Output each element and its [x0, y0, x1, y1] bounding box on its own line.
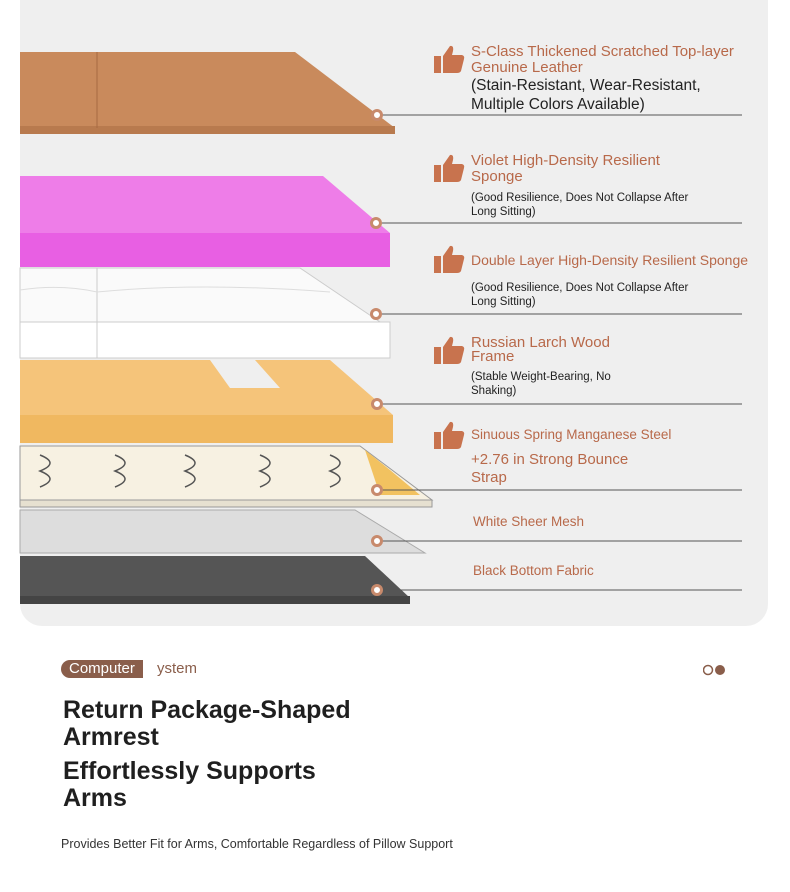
spring-layer	[19, 445, 434, 508]
layer-markers	[370, 109, 383, 596]
mesh-layer	[19, 509, 427, 554]
section-tag: Computer	[61, 660, 143, 678]
heading-supports: Effortlessly Supports Arms	[63, 757, 316, 812]
thumbs-up-icon	[434, 245, 465, 273]
sofa-layers-diagram	[19, 52, 742, 604]
black-fabric-layer	[20, 556, 410, 604]
leather-layer	[20, 52, 395, 134]
leader-lines	[376, 114, 742, 591]
thumbs-up-icon	[434, 154, 465, 182]
heading-armrest: Return Package-Shaped Armrest	[63, 696, 351, 751]
thumbs-up-icon	[434, 45, 465, 73]
thumbs-up-icon	[434, 421, 465, 449]
carousel-dots[interactable]	[703, 664, 727, 676]
thumbs-up-icon	[434, 336, 465, 364]
wood-frame-layer	[20, 360, 393, 443]
section-tag-suffix: ystem	[157, 660, 198, 677]
white-sponge-layer	[19, 267, 391, 359]
section-description: Provides Better Fit for Arms, Comfortabl…	[61, 837, 453, 851]
pink-sponge-layer	[20, 176, 390, 267]
